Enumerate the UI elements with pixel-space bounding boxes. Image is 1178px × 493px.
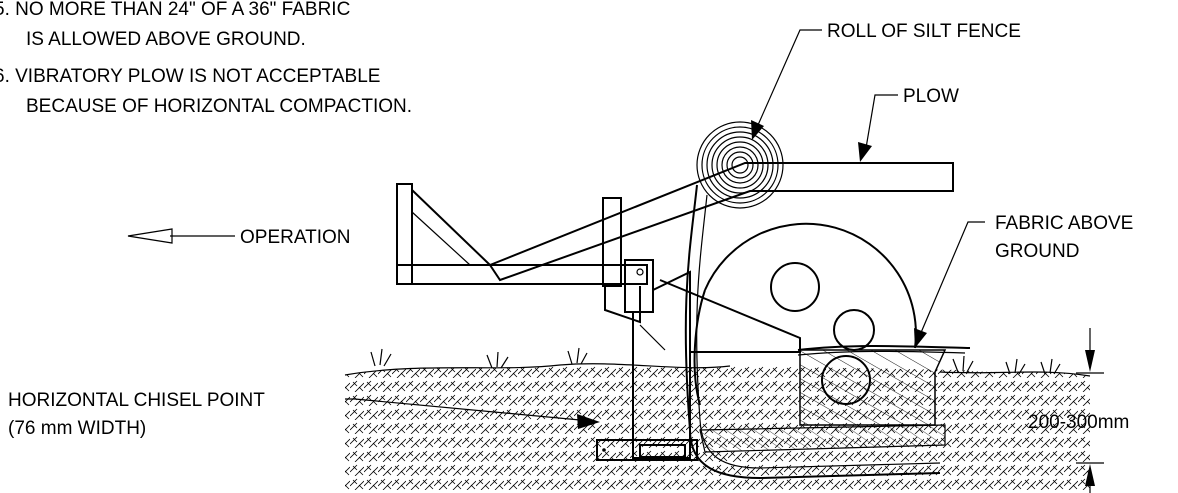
wheel xyxy=(693,222,917,406)
grass-tufts xyxy=(370,347,1061,375)
leader-chisel xyxy=(345,398,600,429)
label-operation: OPERATION xyxy=(240,227,351,248)
note-6-line-2: BECAUSE OF HORIZONTAL COMPACTION. xyxy=(26,96,412,117)
label-fabric-above-ground-2: GROUND xyxy=(995,241,1079,262)
label-plow: PLOW xyxy=(903,86,959,107)
soil-section xyxy=(344,363,1091,490)
leader-plow xyxy=(858,94,898,162)
note-6-line-1: 6. VIBRATORY PLOW IS NOT ACCEPTABLE xyxy=(0,66,380,87)
operation-arrow xyxy=(127,228,235,244)
leader-fabric xyxy=(914,221,985,348)
note-5-line-1: 5. NO MORE THAN 24" OF A 36" FABRIC xyxy=(0,0,350,20)
trench-section xyxy=(689,345,971,480)
label-roll-of-silt-fence: ROLL OF SILT FENCE xyxy=(827,21,1021,42)
label-depth: 200-300mm xyxy=(1028,412,1129,433)
leader-roll xyxy=(751,29,822,140)
label-chisel-point-2: (76 mm WIDTH) xyxy=(8,418,146,439)
plow-frame xyxy=(396,162,954,461)
note-5-line-2: IS ALLOWED ABOVE GROUND. xyxy=(26,29,306,50)
label-fabric-above-ground-1: FABRIC ABOVE xyxy=(995,213,1133,234)
silt-fence-roll xyxy=(684,121,784,431)
depth-dimension xyxy=(1076,328,1104,493)
label-chisel-point-1: HORIZONTAL CHISEL POINT xyxy=(8,390,265,411)
